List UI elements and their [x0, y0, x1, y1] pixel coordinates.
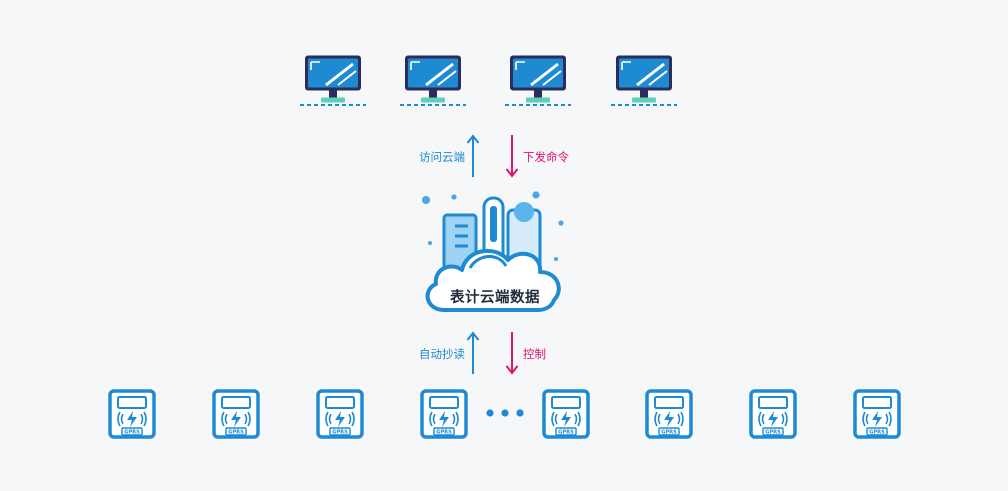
- gprs-badge: GPRS: [228, 430, 244, 436]
- gprs-badge: GPRS: [661, 430, 677, 436]
- gprs-badge: GPRS: [436, 430, 452, 436]
- gprs-badge: GPRS: [124, 430, 140, 436]
- down-arrow-icon: [505, 135, 519, 178]
- smart-meter-icon: GPRS: [212, 389, 260, 439]
- smart-meter-icon: GPRS: [316, 389, 364, 439]
- monitor-icon: [609, 54, 679, 110]
- up-arrow-icon: [466, 331, 480, 374]
- gprs-badge: GPRS: [332, 430, 348, 436]
- smart-meter-icon: GPRS: [420, 389, 468, 439]
- ellipsis-icon: [486, 409, 524, 417]
- down-arrow-icon: [505, 332, 519, 375]
- cloud-city-icon: [422, 191, 564, 312]
- cloud-label: 表计云端数据: [450, 290, 540, 306]
- gprs-badge: GPRS: [558, 430, 574, 436]
- gprs-badge: GPRS: [869, 430, 885, 436]
- control-label: 控制: [523, 347, 546, 361]
- monitor-icon: [298, 54, 368, 110]
- send-command-label: 下发命令: [523, 150, 569, 164]
- monitor-icon: [398, 54, 468, 110]
- smart-meter-icon: GPRS: [749, 389, 797, 439]
- smart-meter-icon: GPRS: [853, 389, 901, 439]
- up-arrow-icon: [466, 134, 480, 177]
- smart-meter-icon: GPRS: [645, 389, 693, 439]
- gprs-badge: GPRS: [765, 430, 781, 436]
- auto-read-label: 自动抄读: [419, 347, 465, 361]
- smart-meter-icon: GPRS: [108, 389, 156, 439]
- access-cloud-label: 访问云端: [419, 150, 465, 164]
- monitor-icon: [503, 54, 573, 110]
- smart-meter-icon: GPRS: [542, 389, 590, 439]
